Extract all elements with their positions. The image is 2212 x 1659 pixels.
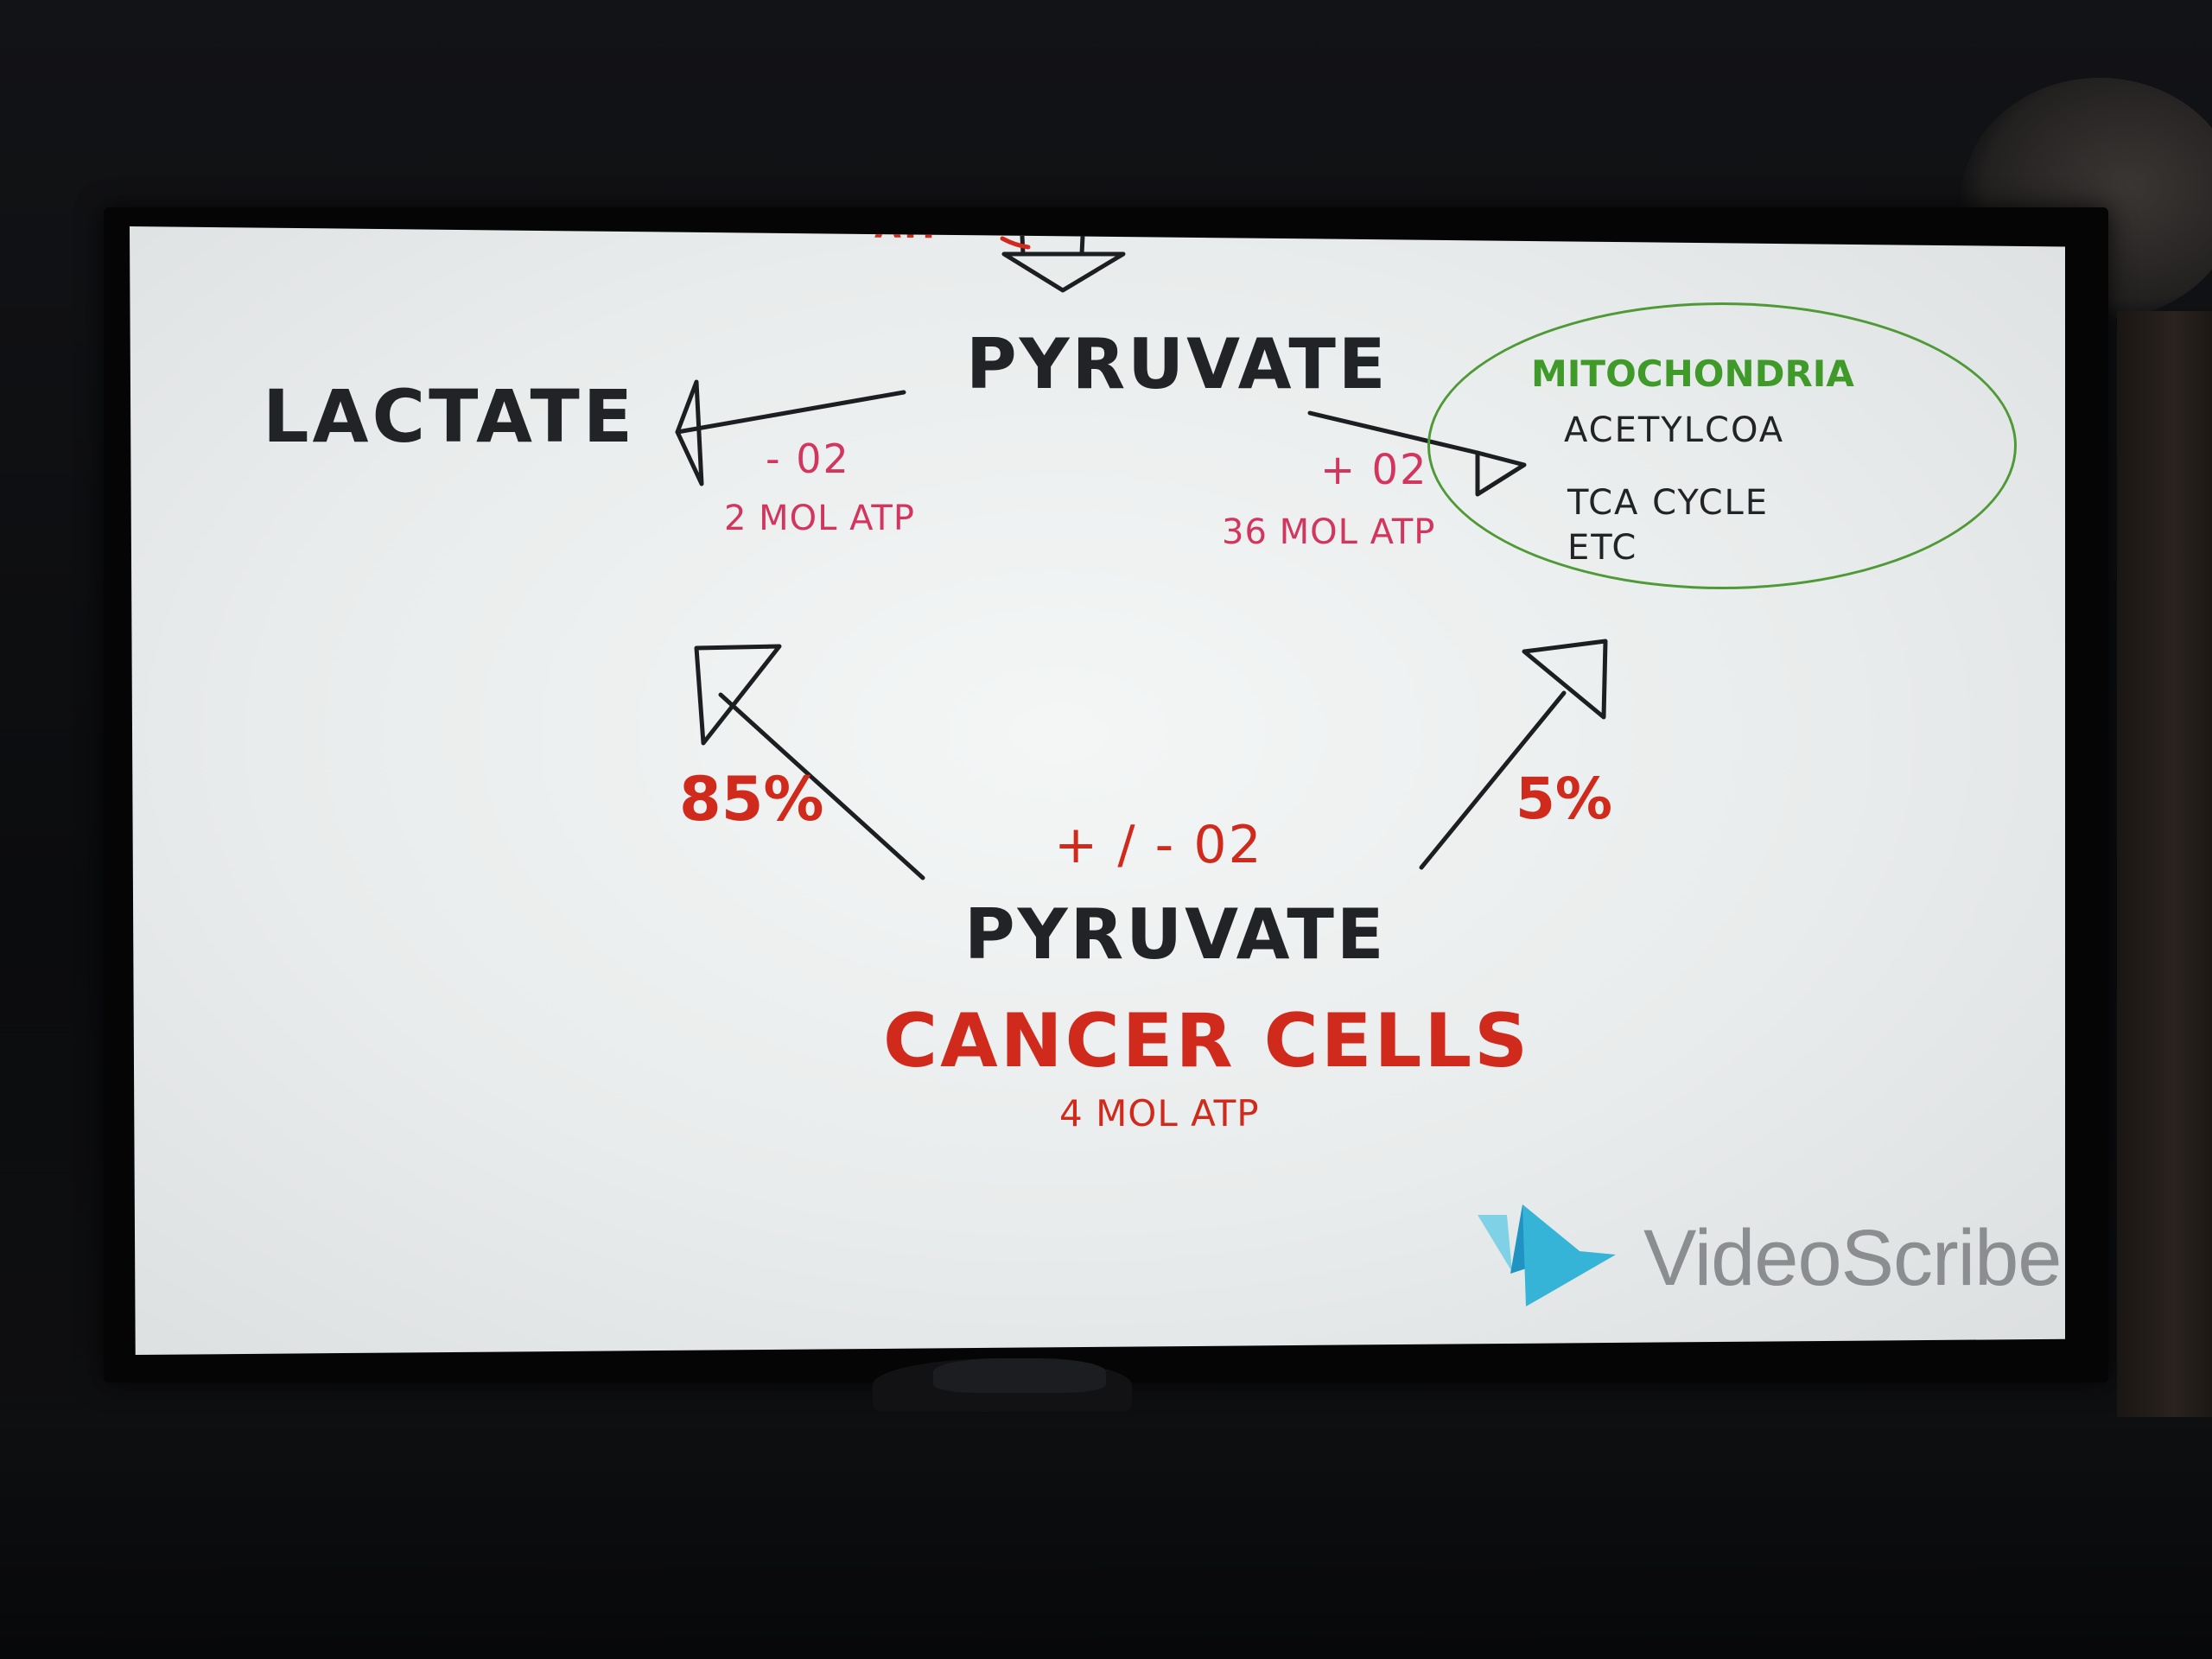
tca-cycle-label: TCA CYCLE — [1567, 483, 1770, 523]
videoscribe-play-icon — [1478, 1205, 1616, 1306]
acetylcoa-label: ACETYLCOA — [1564, 410, 1785, 450]
game-controller — [933, 1358, 1106, 1393]
percent-5-label: 5% — [1516, 766, 1613, 832]
lactate-label: LACTATE — [263, 374, 637, 459]
arrow-up-left — [694, 644, 925, 880]
arrow-to-lactate — [675, 379, 906, 486]
percent-85-label: 85% — [679, 764, 824, 835]
pyruvate-bottom-label: PYRUVATE — [964, 894, 1387, 975]
lactate-atp-label: 2 MOL ATP — [724, 499, 915, 538]
plus-o2-label: + 02 — [1320, 446, 1428, 494]
plus-minus-o2-label: + / - 02 — [1054, 815, 1263, 875]
cancer-cells-label: CANCER CELLS — [883, 998, 1531, 1084]
tv-screen: ATP PYRUVATE LACTATE - 02 2 MOL ATP + 02… — [130, 226, 2065, 1355]
mito-atp-label: 36 MOL ATP — [1222, 512, 1436, 552]
videoscribe-watermark: VideoScribe — [1643, 1214, 2062, 1302]
mitochondria-title: MITOCHONDRIA — [1531, 353, 1854, 395]
cancer-atp-label: 4 MOL ATP — [1059, 1092, 1260, 1135]
minus-o2-label: - 02 — [766, 435, 850, 482]
mitochondria-outline — [1427, 302, 2017, 589]
arrow-up-right — [1419, 639, 1608, 870]
etc-label: ETC — [1567, 528, 1638, 568]
tv-cabinet — [0, 1417, 2212, 1659]
pyruvate-top-label: PYRUVATE — [966, 324, 1389, 404]
